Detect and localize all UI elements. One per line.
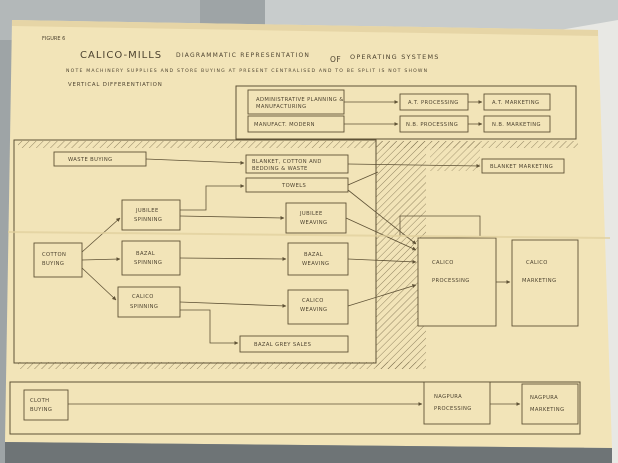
doc-title-of: OF <box>330 55 341 64</box>
frame-top-group <box>235 85 577 140</box>
frame-bottom-group <box>9 381 581 435</box>
doc-title-end: OPERATING SYSTEMS <box>350 53 440 61</box>
svg-text:BUYING: BUYING <box>42 261 64 267</box>
svg-text:BAZAL GREY SALES: BAZAL GREY SALES <box>254 342 311 348</box>
box-calico-weaving: CALICO WEAVING <box>287 289 349 325</box>
svg-text:JUBILEE: JUBILEE <box>299 211 323 217</box>
svg-text:A.T. MARKETING: A.T. MARKETING <box>492 100 539 106</box>
svg-text:BUYING: BUYING <box>30 407 52 413</box>
box-calico-spinning: CALICO SPINNING <box>117 286 181 318</box>
box-admin-planning: ADMINISTRATIVE PLANNING & MANUFACTURING <box>247 89 345 115</box>
svg-text:BLANKET, COTTON AND: BLANKET, COTTON AND <box>252 159 322 165</box>
section-label: VERTICAL DIFFERENTIATION <box>68 82 163 88</box>
box-manufact-modern: MANUFACT. MODERN <box>247 115 345 133</box>
box-calico-marketing: CALICO MARKETING <box>511 239 579 327</box>
svg-text:BLANKET MARKETING: BLANKET MARKETING <box>490 164 553 170</box>
doc-title-rest: DIAGRAMMATIC REPRESENTATION <box>176 52 310 59</box>
svg-text:SPINNING: SPINNING <box>130 304 158 310</box>
svg-text:MARKETING: MARKETING <box>530 407 565 413</box>
box-cloth-buying: CLOTH BUYING <box>23 389 69 421</box>
svg-text:BEDDING & WASTE: BEDDING & WASTE <box>252 166 308 172</box>
svg-text:MANUFACT. MODERN: MANUFACT. MODERN <box>254 122 315 128</box>
box-bazal-spinning: BAZAL SPINNING <box>121 240 181 276</box>
box-waste-buying: WASTE BUYING <box>53 151 147 167</box>
svg-text:SPINNING: SPINNING <box>134 217 162 223</box>
box-nagpur-marketing: NAGPURA MARKETING <box>521 383 579 425</box>
hatch-bottom <box>18 362 423 369</box>
svg-text:PROCESSING: PROCESSING <box>434 406 472 412</box>
svg-text:CALICO: CALICO <box>132 294 154 300</box>
svg-text:PROCESSING: PROCESSING <box>432 278 470 284</box>
svg-text:SPINNING: SPINNING <box>134 260 162 266</box>
svg-text:BAZAL: BAZAL <box>136 251 155 257</box>
box-bazal-grey-sales: BAZAL GREY SALES <box>239 335 349 353</box>
svg-text:TOWELS: TOWELS <box>281 183 306 189</box>
box-jubilee-spinning: JUBILEE SPINNING <box>121 199 181 231</box>
box-calico-processing: CALICO PROCESSING <box>417 237 497 327</box>
figure-ref: FIGURE 6 <box>42 36 65 42</box>
svg-text:WEAVING: WEAVING <box>302 261 329 267</box>
svg-text:NAGPURA: NAGPURA <box>434 394 462 400</box>
box-towels: TOWELS <box>245 177 349 193</box>
svg-text:WEAVING: WEAVING <box>300 307 327 313</box>
doc-title: CALICO-MILLS <box>80 50 162 61</box>
svg-text:CALICO: CALICO <box>526 260 548 266</box>
box-at-marketing: A.T. MARKETING <box>483 93 551 111</box>
svg-text:WEAVING: WEAVING <box>300 220 327 226</box>
box-jubilee-weaving: JUBILEE WEAVING <box>285 202 347 234</box>
box-at-processing: A.T. PROCESSING <box>399 93 469 111</box>
box-nb-processing: N.B. PROCESSING <box>399 115 469 133</box>
svg-text:BAZAL: BAZAL <box>304 252 323 258</box>
svg-text:WASTE BUYING: WASTE BUYING <box>68 157 113 163</box>
svg-text:ADMINISTRATIVE PLANNING &: ADMINISTRATIVE PLANNING & <box>256 97 344 103</box>
svg-text:CALICO: CALICO <box>432 260 454 266</box>
svg-text:N.B. PROCESSING: N.B. PROCESSING <box>406 122 458 128</box>
svg-text:N.B. MARKETING: N.B. MARKETING <box>492 122 541 128</box>
doc-subtitle: NOTE MACHINERY SUPPLIES AND STORE BUYING… <box>66 68 428 74</box>
svg-text:JUBILEE: JUBILEE <box>135 208 159 214</box>
svg-text:A.T. PROCESSING: A.T. PROCESSING <box>408 100 459 106</box>
svg-text:MANUFACTURING: MANUFACTURING <box>256 104 307 110</box>
hatch-top <box>18 141 578 148</box>
box-nagpur-processing: NAGPURA PROCESSING <box>423 381 491 425</box>
box-cotton-buying: COTTON BUYING <box>33 242 83 278</box>
svg-text:NAGPURA: NAGPURA <box>530 395 558 401</box>
flow-arrows <box>68 100 521 406</box>
svg-text:COTTON: COTTON <box>42 252 66 258</box>
box-blanket-cotton: BLANKET, COTTON AND BEDDING & WASTE <box>245 154 349 174</box>
paper-fold <box>7 231 611 239</box>
svg-text:MARKETING: MARKETING <box>522 278 557 284</box>
svg-text:CLOTH: CLOTH <box>30 398 49 404</box>
box-blanket-marketing: BLANKET MARKETING <box>481 158 565 174</box>
box-bazal-weaving: BAZAL WEAVING <box>287 242 349 276</box>
svg-text:CALICO: CALICO <box>302 298 324 304</box>
box-nb-marketing: N.B. MARKETING <box>483 115 551 133</box>
